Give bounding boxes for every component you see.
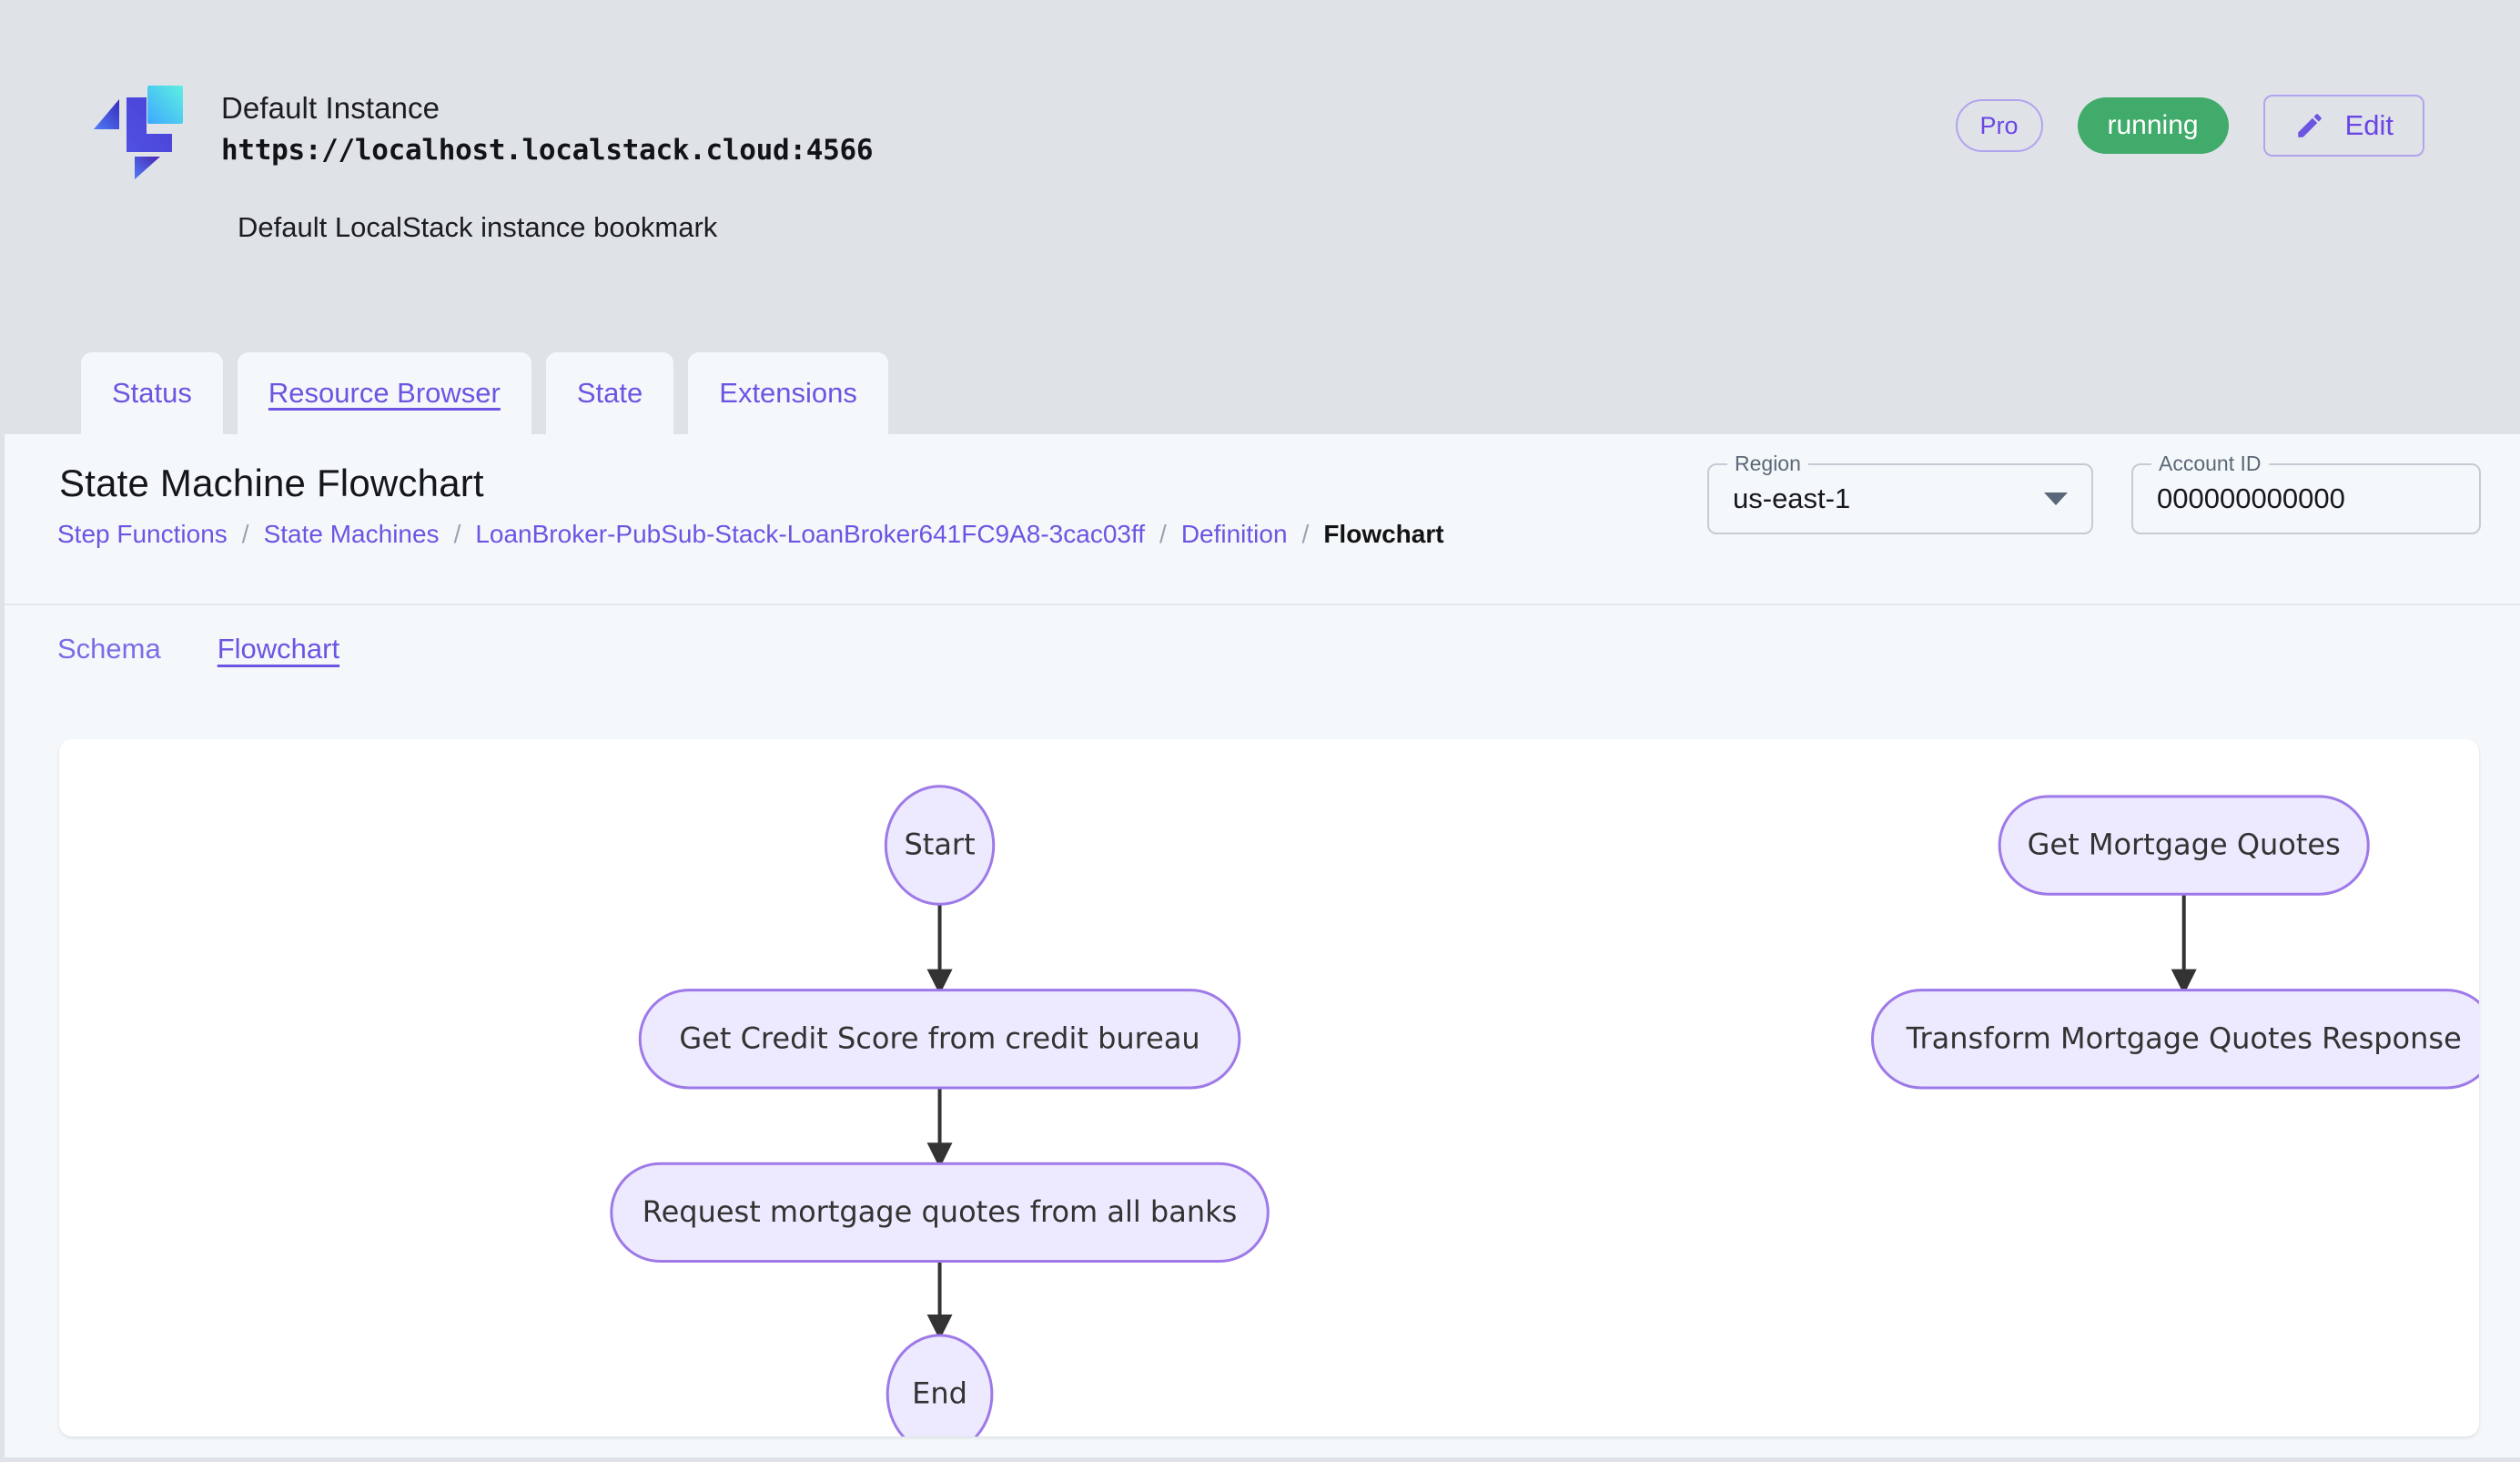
flowchart-node-start[interactable]: Start: [884, 785, 996, 906]
instance-brand: Default Instance https://localhost.local…: [86, 77, 873, 179]
region-select[interactable]: Region us-east-1: [1707, 452, 2093, 534]
tab-resource-browser[interactable]: Resource Browser: [237, 352, 531, 434]
flowchart-node-shape: [886, 1334, 994, 1437]
content-area: State Machine Flowchart Step Functions /…: [5, 434, 2520, 1457]
tab-state[interactable]: State: [545, 352, 674, 434]
tab-state-label: State: [576, 377, 643, 409]
region-select-value: us-east-1: [1733, 482, 1851, 514]
edit-button[interactable]: Edit: [2262, 95, 2424, 157]
tab-status-label: Status: [112, 377, 192, 409]
header-actions: Pro running Edit: [1955, 95, 2424, 157]
region-select-label: Region: [1727, 452, 1808, 476]
breadcrumb-separator: /: [1159, 520, 1167, 548]
flowchart-node-request[interactable]: Request mortgage quotes from all banks: [610, 1162, 1270, 1264]
instance-description: Default LocalStack instance bookmark: [238, 211, 718, 243]
breadcrumb-separator: /: [453, 520, 461, 548]
flowchart-node-credit[interactable]: Get Credit Score from credit bureau: [638, 989, 1241, 1090]
flowchart-node-transform[interactable]: Transform Mortgage Quotes Response: [1870, 989, 2479, 1090]
instance-url: https://localhost.localstack.cloud:4566: [221, 133, 874, 167]
flowchart-node-shape: [1998, 795, 2370, 896]
flowchart-node-getquotes[interactable]: Get Mortgage Quotes: [1998, 795, 2370, 896]
chevron-down-icon: [2044, 492, 2068, 505]
pencil-icon: [2297, 114, 2322, 137]
account-id-value: 000000000000: [2157, 482, 2345, 514]
flowchart-edges: [926, 894, 2197, 1340]
page-titlebar: State Machine Flowchart Step Functions /…: [5, 434, 2520, 605]
pro-badge[interactable]: Pro: [1955, 99, 2043, 152]
tab-extensions-label: Extensions: [719, 377, 857, 409]
instance-text-block: Default Instance https://localhost.local…: [221, 77, 873, 169]
instance-name: Default Instance: [221, 91, 440, 125]
main-tabs: Status Resource Browser State Extensions: [81, 352, 888, 434]
flowchart-node-shape: [884, 785, 996, 906]
subtab-flowchart[interactable]: Flowchart: [217, 633, 340, 665]
region-account-selectors: Region us-east-1 Account ID 000000000000: [1707, 452, 2481, 534]
instance-header: Default Instance https://localhost.local…: [5, 0, 2520, 434]
tab-extensions[interactable]: Extensions: [688, 352, 888, 434]
edit-button-label: Edit: [2344, 109, 2393, 141]
page-title: State Machine Flowchart: [59, 462, 484, 504]
breadcrumb-item-state-machine-name[interactable]: LoanBroker-PubSub-Stack-LoanBroker641FC9…: [475, 520, 1146, 548]
flowchart-node-shape: [638, 989, 1241, 1090]
flowchart-node-shape: [610, 1162, 1270, 1264]
breadcrumb: Step Functions / State Machines / LoanBr…: [57, 520, 1444, 549]
breadcrumb-separator: /: [1301, 520, 1310, 548]
breadcrumb-item-step-functions[interactable]: Step Functions: [57, 520, 228, 548]
account-id-input[interactable]: Account ID 000000000000: [2131, 452, 2481, 534]
flowchart-node-shape: [1870, 989, 2479, 1090]
subtab-schema[interactable]: Schema: [57, 633, 161, 665]
breadcrumb-item-flowchart: Flowchart: [1323, 520, 1444, 548]
tab-status[interactable]: Status: [81, 352, 223, 434]
localstack-logo-icon: [94, 86, 183, 179]
breadcrumb-separator: /: [241, 520, 249, 548]
sub-tabs: Schema Flowchart: [5, 605, 2520, 693]
breadcrumb-item-definition[interactable]: Definition: [1180, 520, 1288, 548]
status-badge[interactable]: running: [2077, 97, 2229, 154]
tab-resource-browser-label: Resource Browser: [268, 377, 501, 409]
flowchart-node-end[interactable]: End: [886, 1334, 994, 1437]
breadcrumb-item-state-machines[interactable]: State Machines: [263, 520, 440, 548]
account-id-label: Account ID: [2151, 452, 2269, 476]
